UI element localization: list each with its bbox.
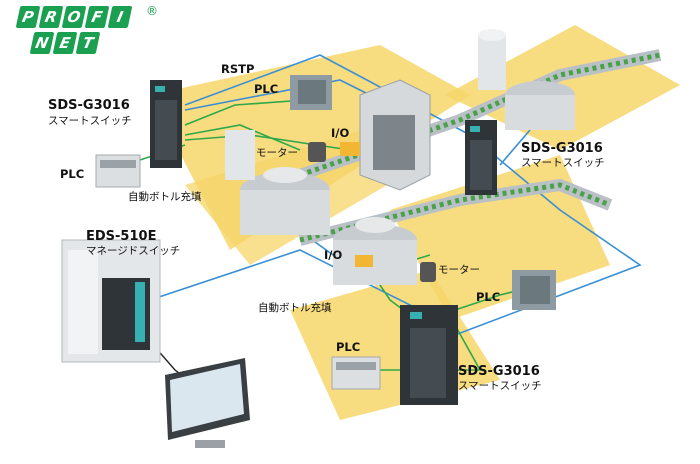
label-eds-desc: マネージドスイッチ	[86, 245, 181, 257]
label-sds-right-desc: スマートスイッチ	[521, 157, 605, 169]
eds-cabinet-icon	[61, 239, 161, 363]
label-motor-mid: モーター	[438, 264, 480, 276]
logo-row-2: N E T	[29, 32, 101, 54]
sds-switch-left-icon	[150, 80, 182, 168]
plc-top-icon	[290, 75, 332, 110]
logo-letter: T	[75, 32, 101, 54]
filler-machine-top-right	[478, 29, 575, 130]
logo-letter: O	[61, 6, 87, 28]
plc-right-icon	[512, 270, 556, 310]
gantry-machine	[359, 79, 431, 191]
hmi-monitor-icon	[165, 358, 250, 448]
label-rstp: RSTP	[221, 62, 255, 76]
label-plc-right: PLC	[476, 290, 501, 304]
plc-bottom-icon	[331, 356, 381, 390]
logo-letter: R	[38, 6, 64, 28]
filler-machine-top-left	[225, 130, 330, 235]
profinet-logo: P R O F I N E T ®	[15, 4, 166, 66]
sds-switch-bottom-icon	[400, 305, 458, 405]
label-eds-model: EDS-510E	[86, 229, 157, 244]
label-sds-right-model: SDS-G3016	[521, 141, 603, 156]
plc-left-icon	[95, 154, 141, 188]
label-sds-left-model: SDS-G3016	[48, 98, 130, 113]
logo-row-1: P R O F I	[15, 6, 133, 28]
label-plc-bottom: PLC	[336, 340, 361, 354]
logo-letter: P	[15, 6, 41, 28]
registered-mark: ®	[146, 4, 158, 18]
io-mid-icon	[355, 255, 373, 267]
logo-letter: N	[29, 32, 55, 54]
label-io-mid: I/O	[324, 248, 343, 262]
label-auto-fill-2: 自動ボトル充填	[258, 302, 332, 314]
label-sds-bottom-desc: スマートスイッチ	[458, 380, 542, 392]
label-plc-top: PLC	[254, 82, 279, 96]
label-plc-left: PLC	[60, 167, 85, 181]
label-io-top: I/O	[331, 126, 350, 140]
logo-letter: I	[107, 6, 133, 28]
motor-top-icon	[308, 142, 326, 162]
label-sds-left-desc: スマートスイッチ	[48, 115, 132, 127]
label-motor-top: モーター	[256, 147, 298, 159]
motor-mid-icon	[420, 262, 436, 282]
label-sds-bottom-model: SDS-G3016	[458, 364, 540, 379]
logo-letter: F	[84, 6, 110, 28]
io-top-icon	[340, 142, 360, 156]
sds-switch-right-icon	[465, 120, 497, 195]
label-auto-fill-1: 自動ボトル充填	[128, 191, 202, 203]
logo-letter: E	[52, 32, 78, 54]
filler-machine-center	[333, 217, 417, 285]
